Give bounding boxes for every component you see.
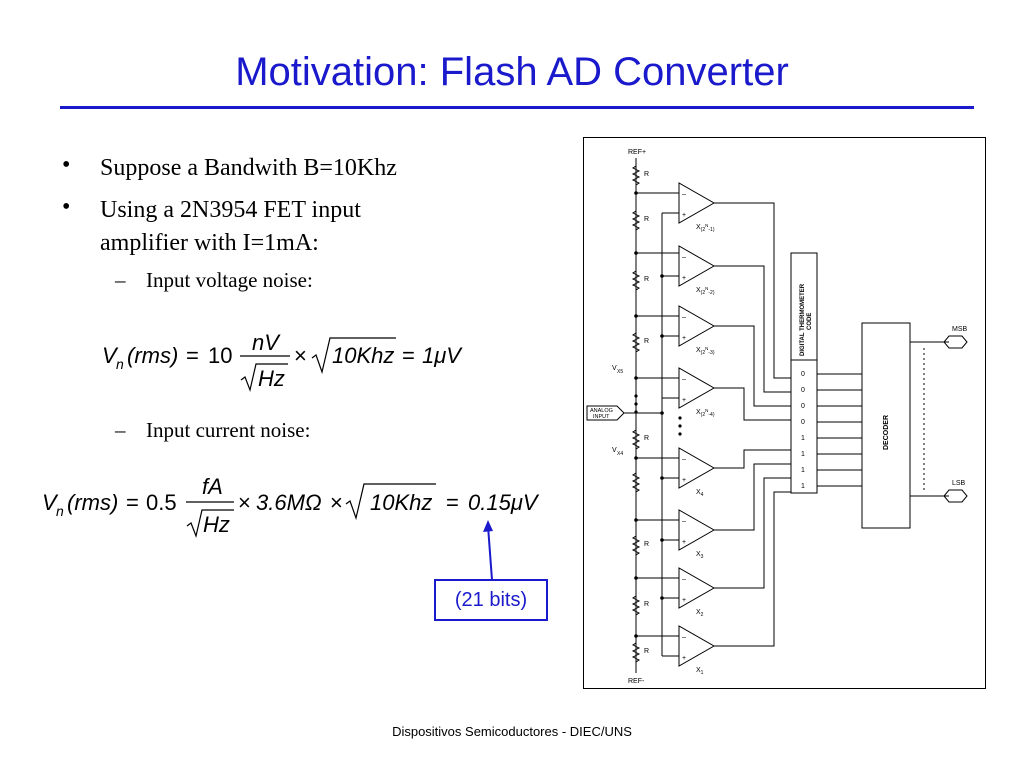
formula1-eq2: = [402, 343, 415, 368]
formula2-v: V [42, 490, 59, 515]
vx5-label: V [612, 365, 617, 372]
comparator-label-x2: X2 [696, 609, 704, 618]
vx4-sub: X4 [617, 451, 623, 457]
bullet-marker: • [62, 194, 71, 220]
bullet-amplifier-line1: Using a 2N3954 FET input [100, 197, 361, 223]
comp-plus: + [682, 655, 686, 662]
code-bit: 0 [801, 419, 805, 426]
formula2-eq: = [126, 490, 139, 515]
comp-minus: – [682, 254, 686, 261]
comp-plus: + [682, 477, 686, 484]
comp-plus: + [682, 275, 686, 282]
formula2-denominator: Hz [203, 512, 230, 537]
formula1-numerator: nV [252, 330, 281, 355]
code-bit: 0 [801, 403, 805, 410]
formula2-result: 0.15μV [468, 490, 540, 515]
comp-minus: – [682, 456, 686, 463]
formula1-rms: (rms) [127, 343, 178, 368]
comparator-label-x2n-1: X(2N-1) [696, 223, 715, 233]
title-underline [60, 106, 974, 109]
vx4-label: V [612, 447, 617, 454]
formula1-coef: 10 [208, 343, 232, 368]
code-bit: 1 [801, 467, 805, 474]
comp-minus: – [682, 314, 686, 321]
slide-title: Motivation: Flash AD Converter [235, 50, 789, 94]
resistor-label: R [644, 276, 649, 283]
formula2-times1: × [238, 490, 251, 515]
code-bit: 0 [801, 387, 805, 394]
bits-callout: (21 bits) [434, 579, 548, 621]
resistor-label: R [644, 541, 649, 548]
code-bit: 0 [801, 371, 805, 378]
thermometer-label-2: CODE [807, 313, 813, 330]
formula1-sub: n [116, 356, 124, 372]
ref-plus-label: REF+ [628, 149, 646, 156]
comp-minus: – [682, 518, 686, 525]
code-bit: 1 [801, 451, 805, 458]
resistor-label: R [644, 435, 649, 442]
formula2-coef: 0.5 [146, 490, 177, 515]
formula2-root: 10Khz [370, 490, 432, 515]
comp-plus: + [682, 335, 686, 342]
voltage-noise-formula: V n (rms) = 10 nV Hz × 10Khz = 1μV [102, 330, 463, 393]
formula2-numerator: fA [202, 474, 223, 499]
formula1-result: 1μV [422, 343, 463, 368]
formula1-v: V [102, 343, 119, 368]
comp-plus: + [682, 539, 686, 546]
resistor-label: R [644, 216, 649, 223]
formula2-eq2: = [446, 490, 459, 515]
comp-plus: + [682, 212, 686, 219]
analog-input-label-2: INPUT [593, 414, 610, 420]
code-bit: 1 [801, 435, 805, 442]
formula1-eq: = [186, 343, 199, 368]
decoder-label: DECODER [883, 415, 890, 450]
vx5-sub: X5 [617, 369, 623, 375]
comp-minus: – [682, 576, 686, 583]
comp-minus: – [682, 191, 686, 198]
msb-label: MSB [952, 326, 968, 333]
formula1-root: 10Khz [332, 343, 394, 368]
comparator-label-x4: X4 [696, 489, 704, 498]
comparator-label-x2n-4: X(2N-4) [696, 408, 715, 418]
comp-minus: – [682, 634, 686, 641]
flash-adc-circuit: REF+ REF- R R R R R R R R V X5 V X4 ANAL… [586, 149, 968, 685]
resistor-label: R [644, 338, 649, 345]
bullet-bandwidth: Suppose a Bandwith B=10Khz [100, 155, 397, 181]
sub-bullet-marker: – [115, 268, 126, 292]
comp-plus: + [682, 597, 686, 604]
lsb-label: LSB [952, 480, 966, 487]
comparator-label-x2n-2: X(2N-2) [696, 286, 715, 296]
comp-minus: – [682, 376, 686, 383]
formula1-times: × [294, 343, 307, 368]
formula2-rms: (rms) [67, 490, 118, 515]
slide-footer: Dispositivos Semicoductores - DIEC/UNS [392, 724, 632, 739]
comparator-label-x1: X1 [696, 667, 704, 676]
current-noise-formula: V n (rms) = 0.5 fA Hz × 3.6MΩ × 10Khz = … [42, 474, 540, 539]
resistor-label: R [644, 601, 649, 608]
code-bit: 1 [801, 483, 805, 490]
formula2-times2: × [330, 490, 343, 515]
thermometer-label-1: DIGITAL THERMOMETER [800, 283, 806, 356]
sub-bullet-voltage-noise: Input voltage noise: [146, 268, 313, 292]
comp-plus: + [682, 397, 686, 404]
callout-arrow [483, 520, 493, 581]
bullet-amplifier-line2: amplifier with I=1mA: [100, 230, 319, 256]
sub-bullet-marker: – [115, 418, 126, 442]
resistor-label: R [644, 171, 649, 178]
formula1-denominator: Hz [258, 366, 285, 391]
comparator-label-x3: X3 [696, 551, 704, 560]
ref-minus-label: REF- [628, 678, 645, 685]
analog-input-label-1: ANALOG [590, 408, 613, 414]
flash-adc-circuit-frame: REF+ REF- R R R R R R R R V X5 V X4 ANAL… [583, 137, 986, 689]
formula2-sub: n [56, 503, 64, 519]
formula2-mid: 3.6MΩ [256, 490, 322, 515]
sub-bullet-current-noise: Input current noise: [146, 418, 311, 442]
comparator-label-x2n-3: X(2N-3) [696, 346, 715, 356]
resistor-label: R [644, 648, 649, 655]
bullet-marker: • [62, 152, 71, 178]
